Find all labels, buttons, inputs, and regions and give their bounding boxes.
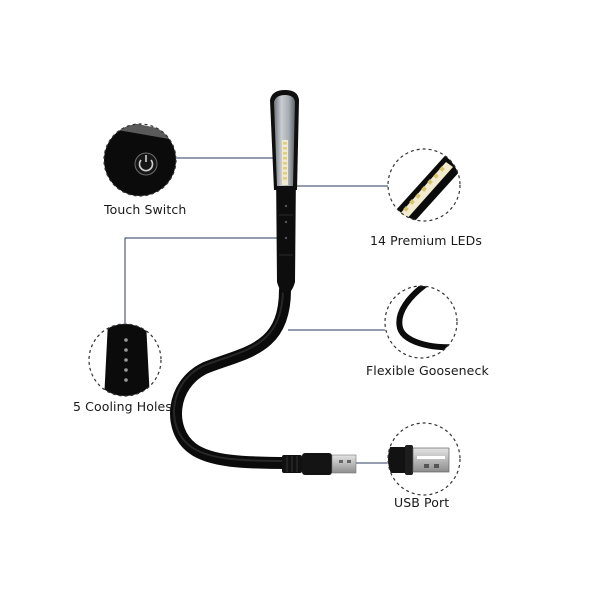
lamp-body (270, 90, 299, 294)
led-strip (282, 140, 288, 185)
usb-plug-main (282, 453, 357, 475)
callout-gooseneck (384, 285, 458, 359)
callout-leds (387, 148, 461, 222)
leader-lines (124, 157, 388, 464)
label-touch-switch: Touch Switch (104, 202, 187, 217)
power-icon (134, 152, 158, 176)
label-cooling-holes: 5 Cooling Holes (73, 399, 172, 414)
callout-usb-port (387, 422, 461, 496)
gooseneck-cable (170, 284, 296, 469)
label-usb-port: USB Port (394, 495, 450, 510)
label-leds: 14 Premium LEDs (370, 233, 482, 248)
callout-touch-switch (103, 123, 177, 197)
leader-cooling-holes (124, 237, 286, 323)
callout-cooling-holes (88, 323, 162, 397)
label-gooseneck: Flexible Gooseneck (366, 363, 489, 378)
